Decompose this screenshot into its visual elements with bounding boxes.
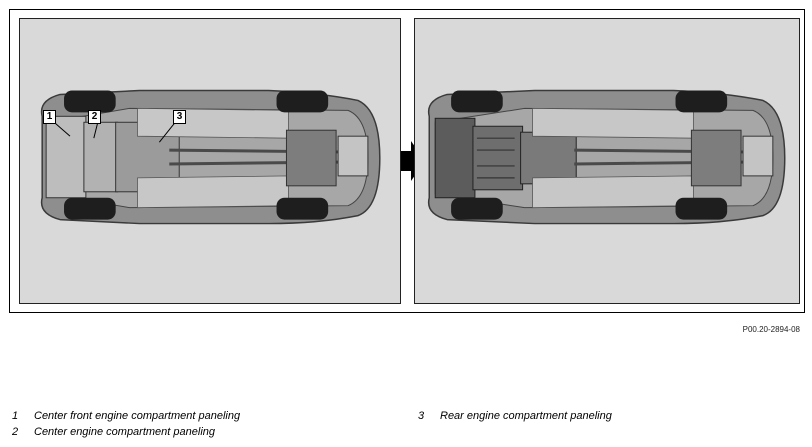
legend-item-3: 3 Rear engine compartment paneling bbox=[418, 410, 612, 422]
car-underbody-illustration-right bbox=[427, 89, 786, 225]
callout-2: 2 bbox=[88, 110, 101, 124]
legend-text: Center engine compartment paneling bbox=[34, 426, 216, 438]
right-arrow-icon bbox=[401, 141, 425, 181]
underbody-view-with-paneling bbox=[19, 18, 401, 304]
legend-text: Center front engine compartment paneling bbox=[34, 410, 241, 422]
legend-number: 2 bbox=[12, 426, 19, 438]
callout-1: 1 bbox=[43, 110, 56, 124]
car-underbody-illustration-left bbox=[40, 89, 381, 225]
legend-number: 1 bbox=[12, 410, 19, 422]
figure-code: P00.20-2894-08 bbox=[742, 325, 800, 334]
legend-item-2: 2 Center engine compartment paneling bbox=[12, 426, 215, 438]
legend-item-1: 1 Center front engine compartment panelin… bbox=[12, 410, 240, 422]
legend-number: 3 bbox=[418, 410, 425, 422]
legend-text: Rear engine compartment paneling bbox=[440, 410, 612, 422]
callout-3: 3 bbox=[173, 110, 186, 124]
underbody-view-paneling-removed bbox=[414, 18, 800, 304]
